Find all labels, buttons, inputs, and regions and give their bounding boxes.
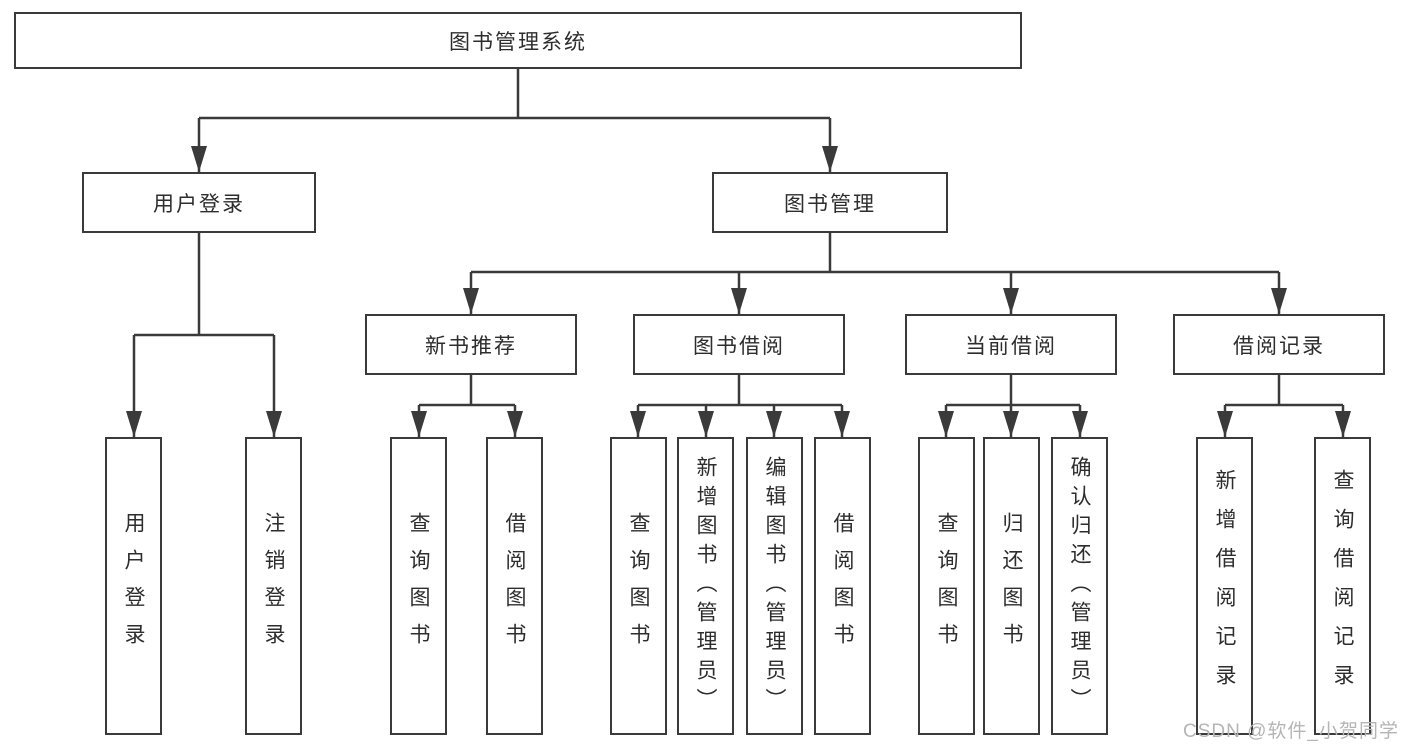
node-leaf-add-borrow-record-label: 新增借阅记录	[1213, 469, 1236, 703]
node-leaf-return-books: 归还图书	[983, 437, 1040, 735]
connector-book-branch	[463, 233, 1287, 314]
connector-root-to-level2	[191, 69, 838, 172]
node-leaf-query-books-3-label: 查询图书	[935, 512, 958, 660]
node-leaf-confirm-return-admin: 确认归还（管理员）	[1051, 437, 1108, 735]
node-leaf-query-borrow-record-label: 查询借阅记录	[1331, 469, 1354, 703]
connector-book-borrow	[630, 375, 850, 437]
node-leaf-borrow-books-1-label: 借阅图书	[503, 512, 526, 660]
node-book-management-branch: 图书管理	[712, 172, 948, 233]
node-book-borrow: 图书借阅	[633, 314, 845, 375]
node-leaf-query-books-1: 查询图书	[390, 437, 447, 735]
node-leaf-query-books-2: 查询图书	[610, 437, 667, 735]
connector-user-branch	[126, 233, 282, 437]
node-leaf-add-books-admin-label: 新增图书（管理员）	[694, 455, 717, 717]
connector-borrow-records	[1217, 375, 1351, 437]
node-leaf-return-books-label: 归还图书	[1000, 512, 1023, 660]
node-leaf-query-books-1-label: 查询图书	[407, 512, 430, 660]
node-leaf-user-login: 用户登录	[105, 437, 162, 735]
node-leaf-edit-books-admin: 编辑图书（管理员）	[746, 437, 803, 735]
node-new-book-recommend: 新书推荐	[365, 314, 577, 375]
node-leaf-logout: 注销登录	[245, 437, 302, 735]
node-leaf-logout-label: 注销登录	[262, 512, 285, 660]
csdn-watermark: CSDN @软件_小贺同学	[1183, 721, 1399, 742]
node-leaf-borrow-books-2-label: 借阅图书	[831, 512, 854, 660]
node-leaf-query-borrow-record: 查询借阅记录	[1314, 437, 1371, 735]
node-leaf-edit-books-admin-label: 编辑图书（管理员）	[763, 455, 786, 717]
node-root-system: 图书管理系统	[14, 12, 1022, 69]
node-leaf-query-books-2-label: 查询图书	[627, 512, 650, 660]
node-current-borrow: 当前借阅	[905, 314, 1117, 375]
connector-new-books	[411, 375, 523, 437]
node-leaf-add-books-admin: 新增图书（管理员）	[677, 437, 734, 735]
node-user-login-branch: 用户登录	[82, 172, 316, 233]
node-leaf-borrow-books-1: 借阅图书	[486, 437, 543, 735]
node-leaf-user-login-label: 用户登录	[122, 512, 145, 660]
node-leaf-borrow-books-2: 借阅图书	[814, 437, 871, 735]
connector-current-borrow	[938, 375, 1088, 437]
node-leaf-confirm-return-admin-label: 确认归还（管理员）	[1068, 455, 1091, 717]
node-borrow-records: 借阅记录	[1173, 314, 1385, 375]
node-leaf-add-borrow-record: 新增借阅记录	[1196, 437, 1253, 735]
node-leaf-query-books-3: 查询图书	[918, 437, 975, 735]
